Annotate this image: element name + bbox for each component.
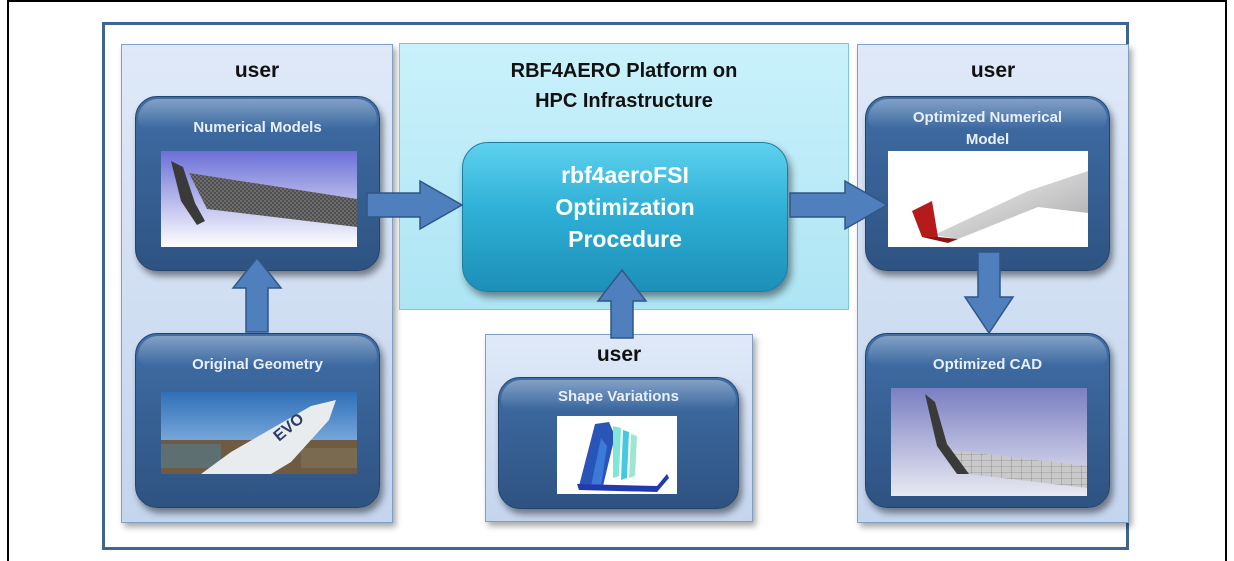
procedure-line1: rbf4aeroFSI: [561, 162, 689, 188]
optimized-cad-card: Optimized CAD: [865, 333, 1110, 508]
optimized-model-line1: Optimized Numerical: [912, 109, 1063, 126]
shape-variations-card: Shape Variations: [498, 377, 739, 509]
numerical-models-card: Numerical Models: [135, 96, 380, 271]
procedure-line3: Procedure: [568, 226, 682, 252]
optimized-cad-image: [891, 388, 1087, 496]
optimized-numerical-model-card: Optimized Numerical Model: [865, 96, 1110, 271]
shape-variations-title: Shape Variations: [558, 388, 679, 405]
optimized-numerical-model-title: Optimized Numerical Model: [866, 107, 1109, 151]
optimized-model-line2: Model: [965, 131, 1010, 148]
numerical-models-title: Numerical Models: [193, 119, 322, 136]
optimized-numerical-model-image: [888, 151, 1088, 247]
shape-variations-image: [557, 416, 677, 494]
numerical-models-image: [161, 151, 357, 247]
platform-title-line2: HPC Infrastructure: [535, 90, 713, 112]
original-geometry-title: Original Geometry: [192, 356, 323, 373]
left-user-title: user: [234, 59, 280, 82]
original-geometry-card: Original Geometry EVO: [135, 333, 380, 508]
optimized-cad-title: Optimized CAD: [932, 356, 1043, 373]
platform-title: RBF4AERO Platform on HPC Infrastructure: [400, 56, 848, 116]
right-user-title: user: [970, 59, 1016, 82]
bottom-user-title: user: [596, 343, 642, 366]
platform-title-line1: RBF4AERO Platform on: [510, 60, 738, 82]
procedure-line2: Optimization: [555, 194, 695, 220]
procedure-title: rbf4aeroFSI Optimization Procedure: [463, 159, 787, 255]
optimization-procedure-box: rbf4aeroFSI Optimization Procedure: [462, 142, 788, 292]
original-geometry-image: EVO: [161, 392, 357, 474]
